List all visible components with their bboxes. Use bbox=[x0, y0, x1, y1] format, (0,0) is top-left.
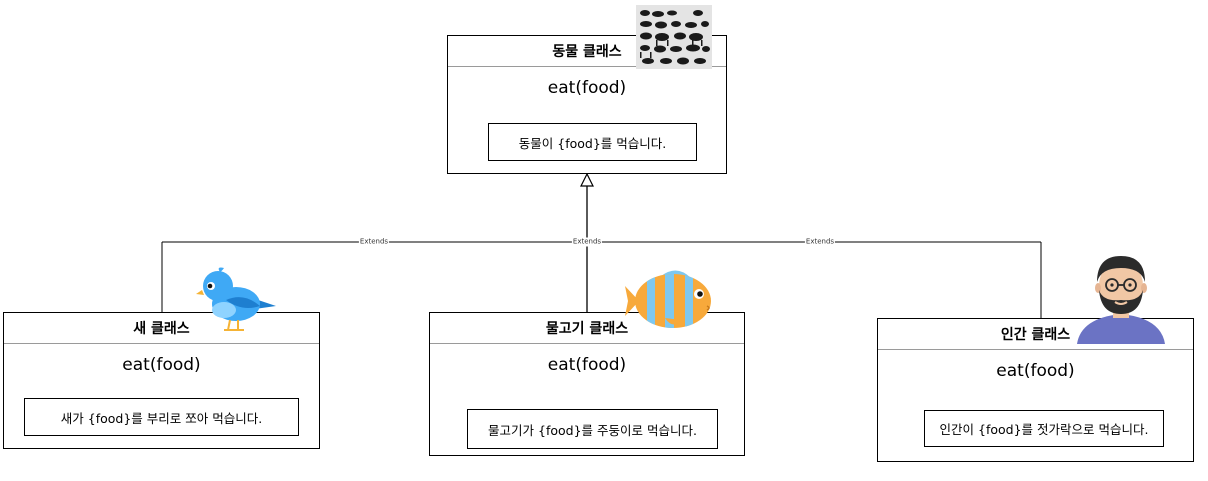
human-class-title: 인간 클래스 bbox=[878, 319, 1193, 350]
animal-eat-implementation: 동물이 {food}를 먹습니다. bbox=[488, 123, 697, 161]
fish-eat-method: eat(food) bbox=[547, 355, 627, 375]
blue-bird-icon bbox=[196, 267, 276, 331]
extends-label-fish: Extends bbox=[571, 237, 603, 247]
animal-silhouettes-icon bbox=[636, 5, 712, 69]
inheritance-arrowhead bbox=[580, 172, 594, 187]
bearded-man-avatar-icon bbox=[1077, 256, 1165, 344]
human-eat-implementation: 인간이 {food}를 젓가락으로 먹습니다. bbox=[924, 410, 1164, 447]
fish-class-title: 물고기 클래스 bbox=[430, 313, 744, 344]
extends-label-human: Extends bbox=[804, 237, 836, 247]
striped-fish-icon bbox=[625, 270, 711, 328]
human-eat-method: eat(food) bbox=[996, 361, 1075, 381]
animal-eat-method: eat(food) bbox=[547, 78, 627, 98]
animal-class-title: 동물 클래스 bbox=[448, 36, 726, 67]
extends-label-bird: Extends bbox=[358, 237, 390, 247]
bird-eat-implementation: 새가 {food}를 부리로 쪼아 먹습니다. bbox=[24, 398, 299, 436]
bird-class-title: 새 클래스 bbox=[4, 313, 319, 344]
fish-eat-implementation: 물고기가 {food}를 주둥이로 먹습니다. bbox=[467, 409, 718, 449]
bird-eat-method: eat(food) bbox=[122, 355, 201, 375]
